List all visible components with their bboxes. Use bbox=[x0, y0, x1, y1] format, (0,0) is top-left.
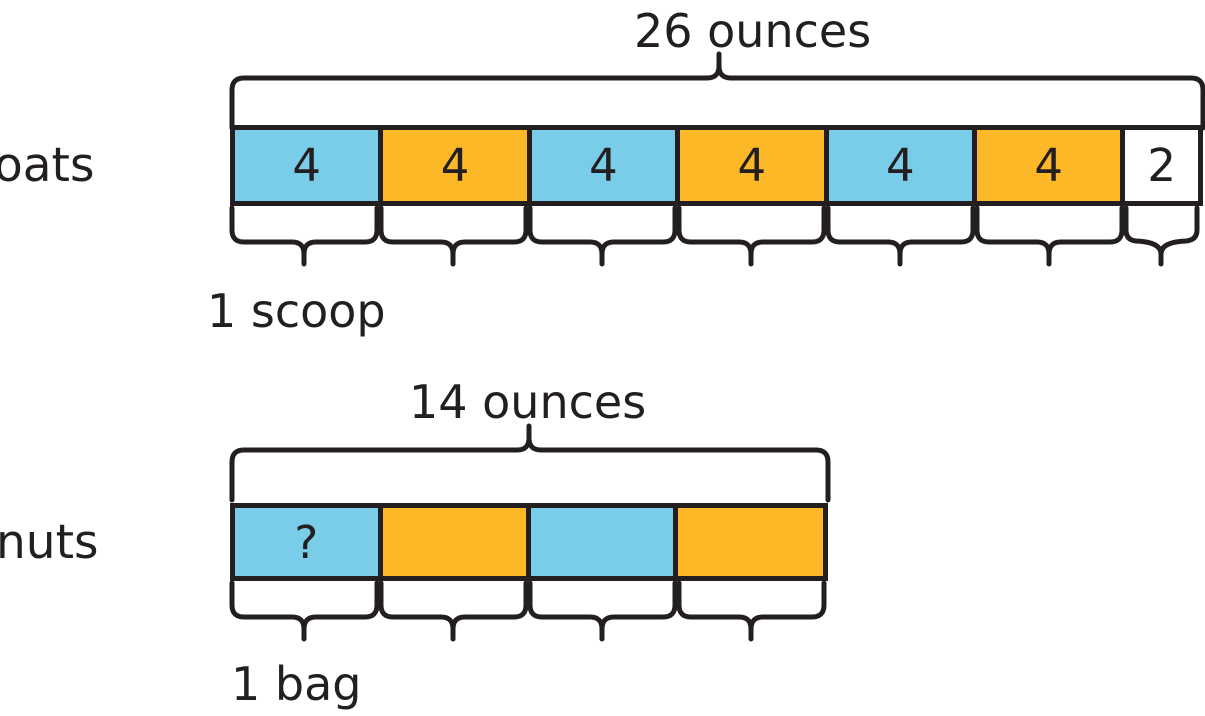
row-label-oats: oats bbox=[0, 138, 95, 193]
unit-label-nuts: 1 bag bbox=[231, 657, 362, 711]
total-label-oats: 26 ounces bbox=[634, 4, 872, 58]
unit-label-oats: 1 scoop bbox=[207, 284, 386, 338]
bottom-braces-nuts bbox=[225, 580, 835, 663]
tape-cell-nuts-2 bbox=[382, 508, 531, 576]
tape-nuts: ? bbox=[230, 503, 828, 581]
row-label-nuts: nuts bbox=[0, 515, 99, 570]
tape-cell-oats-1: 4 bbox=[235, 130, 384, 201]
tape-cell-nuts-4 bbox=[678, 508, 823, 576]
tape-oats: 4 4 4 4 4 4 2 bbox=[230, 125, 1203, 206]
tape-cell-oats-7: 2 bbox=[1125, 130, 1199, 201]
tape-cell-oats-6: 4 bbox=[976, 130, 1126, 201]
tape-cell-nuts-1: ? bbox=[235, 508, 383, 576]
top-brace-nuts bbox=[225, 422, 835, 503]
tape-cell-oats-3: 4 bbox=[531, 130, 681, 201]
tape-cell-oats-4: 4 bbox=[680, 130, 829, 201]
tape-cell-oats-5: 4 bbox=[828, 130, 977, 201]
bottom-braces-oats bbox=[225, 205, 1205, 288]
total-label-nuts: 14 ounces bbox=[409, 375, 647, 429]
tape-cell-oats-2: 4 bbox=[383, 130, 532, 201]
top-brace-oats bbox=[225, 50, 1205, 131]
tape-cell-nuts-3 bbox=[530, 508, 679, 576]
